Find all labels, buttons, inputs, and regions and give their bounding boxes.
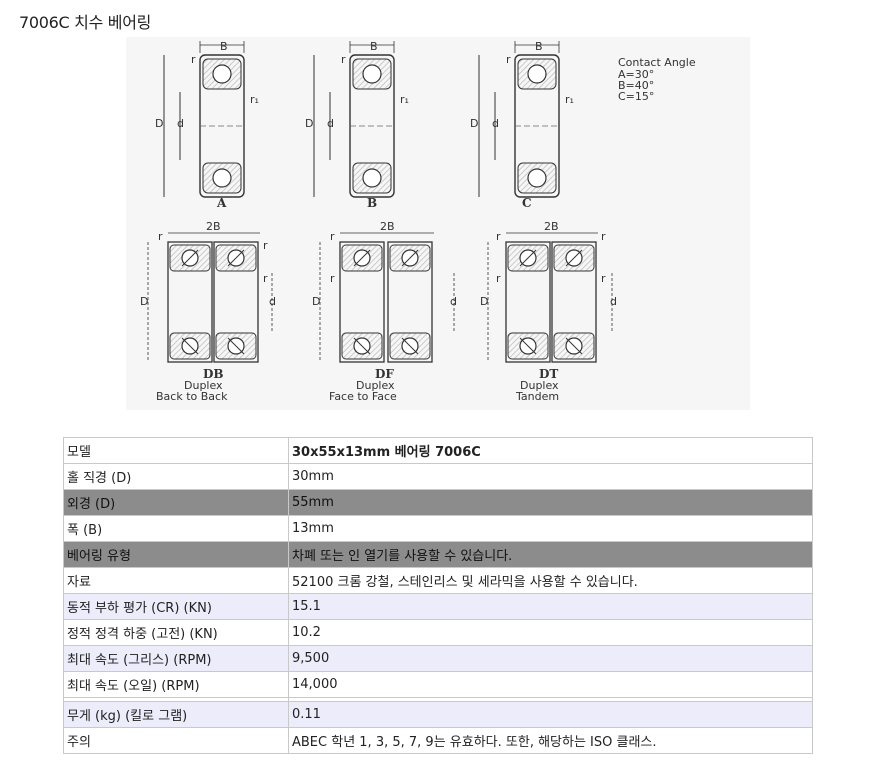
row-value: 52100 크롬 강철, 스테인리스 및 세라믹을 사용할 수 있습니다. <box>288 567 813 594</box>
row-value: 15.1 <box>288 593 813 620</box>
row-value: 14,000 <box>288 671 813 698</box>
diagram-svg: B r r₁ D d A B r r₁ D d B B r r₁ D d C C… <box>140 40 696 403</box>
table-row: 동적 부하 평가 (CR) (KN) 15.1 <box>63 593 813 620</box>
dim-outer-d-label: D <box>470 117 478 130</box>
dim-outer-d-label: D <box>480 295 488 308</box>
dim-b-label: B <box>220 40 228 53</box>
row-value: 55mm <box>288 489 813 516</box>
table-row: 홀 직경 (D) 30mm <box>63 463 813 490</box>
contact-angle-c: C=15° <box>618 90 654 103</box>
dim-r-label: r <box>330 230 335 243</box>
dim-r-label: r <box>191 53 196 66</box>
row-label: 홀 직경 (D) <box>63 463 289 490</box>
contact-angle-b: B=40° <box>618 79 654 92</box>
bearing-b-caption: B <box>367 196 377 210</box>
bearing-diagram-db: 2B r r r D d DB Duplex Back to Back <box>140 220 276 403</box>
dim-b-label: B <box>535 40 543 53</box>
row-label: 정적 정격 하중 (고전) (KN) <box>63 619 289 646</box>
row-value: ABEC 학년 1, 3, 5, 7, 9는 유효하다. 또한, 해당하는 IS… <box>288 727 813 754</box>
dim-inner-d-label: d <box>450 295 457 308</box>
bearing-diagram-a: B r r₁ D d A <box>155 40 259 210</box>
dim-outer-d-label: D <box>305 117 313 130</box>
row-label: 동적 부하 평가 (CR) (KN) <box>63 593 289 620</box>
dim-r-label: r <box>601 230 606 243</box>
contact-angle-a: A=30° <box>618 68 654 81</box>
bearing-dimension-diagram: B r r₁ D d A B r r₁ D d B B r r₁ D d C C… <box>126 37 750 410</box>
row-label: 무게 (kg) (킬로 그램) <box>63 701 289 728</box>
dim-r1-label: r₁ <box>400 93 409 106</box>
dim-r-label: r <box>496 230 501 243</box>
dim-r-label: r <box>601 272 606 285</box>
dim-outer-d-label: D <box>140 295 148 308</box>
dim-r-label: r <box>506 53 511 66</box>
bearing-diagram-c: B r r₁ D d C <box>470 40 574 210</box>
dim-2b-label: 2B <box>206 220 221 233</box>
dim-2b-label: 2B <box>544 220 559 233</box>
row-label: 최대 속도 (그리스) (RPM) <box>63 645 289 672</box>
dim-inner-d-label: d <box>610 295 617 308</box>
table-row: 외경 (D) 55mm <box>63 489 813 516</box>
row-label: 폭 (B) <box>63 515 289 542</box>
table-row: 최대 속도 (오일) (RPM) 14,000 <box>63 671 813 698</box>
dim-outer-d-label: D <box>312 295 320 308</box>
dim-2b-label: 2B <box>380 220 395 233</box>
dt-code: DT <box>539 367 558 381</box>
contact-angle-heading: Contact Angle <box>618 56 696 69</box>
bearing-a-caption: A <box>216 196 227 210</box>
bearing-diagram-dt: 2B r r r r D d DT Duplex Tandem <box>480 220 617 403</box>
table-row: 최대 속도 (그리스) (RPM) 9,500 <box>63 645 813 672</box>
dim-inner-d-label: d <box>269 295 276 308</box>
dim-inner-d-label: d <box>327 117 334 130</box>
row-value: 0.11 <box>288 701 813 728</box>
dim-outer-d-label: D <box>155 117 163 130</box>
spec-table: 모델 30x55x13mm 베어링 7006C 홀 직경 (D) 30mm 외경… <box>63 437 813 754</box>
dt-line2: Tandem <box>515 390 559 403</box>
table-row: 자료 52100 크롬 강철, 스테인리스 및 세라믹을 사용할 수 있습니다. <box>63 567 813 594</box>
row-value: 30x55x13mm 베어링 7006C <box>288 437 813 464</box>
table-row: 베어링 유형 차폐 또는 인 열기를 사용할 수 있습니다. <box>63 541 813 568</box>
df-line2: Face to Face <box>329 390 397 403</box>
row-label: 자료 <box>63 567 289 594</box>
row-value: 10.2 <box>288 619 813 646</box>
dim-inner-d-label: d <box>177 117 184 130</box>
dim-b-label: B <box>370 40 378 53</box>
db-code: DB <box>203 367 224 381</box>
df-line1: Duplex <box>356 379 395 392</box>
row-label: 모델 <box>63 437 289 464</box>
dim-inner-d-label: d <box>492 117 499 130</box>
bearing-diagram-b: B r r₁ D d B <box>305 40 409 210</box>
db-line1: Duplex <box>184 379 223 392</box>
table-row: 폭 (B) 13mm <box>63 515 813 542</box>
db-line2: Back to Back <box>156 390 228 403</box>
dim-r-label: r <box>330 272 335 285</box>
bearing-diagram-df: 2B r r D d DF Duplex Face to Face <box>312 220 457 403</box>
row-label: 주의 <box>63 727 289 754</box>
dim-r-label: r <box>263 272 268 285</box>
dt-line1: Duplex <box>520 379 559 392</box>
dim-r-label: r <box>341 53 346 66</box>
dim-r1-label: r₁ <box>565 93 574 106</box>
bearing-c-caption: C <box>522 196 532 210</box>
dim-r-label: r <box>263 239 268 252</box>
row-value: 차폐 또는 인 열기를 사용할 수 있습니다. <box>288 541 813 568</box>
row-label: 베어링 유형 <box>63 541 289 568</box>
row-label: 최대 속도 (오일) (RPM) <box>63 671 289 698</box>
dim-r1-label: r₁ <box>250 93 259 106</box>
row-value: 30mm <box>288 463 813 490</box>
page-title: 7006C 치수 베어링 <box>19 13 152 32</box>
dim-r-label: r <box>496 272 501 285</box>
row-value: 13mm <box>288 515 813 542</box>
table-row: 무게 (kg) (킬로 그램) 0.11 <box>63 701 813 728</box>
table-row: 주의 ABEC 학년 1, 3, 5, 7, 9는 유효하다. 또한, 해당하는… <box>63 727 813 754</box>
df-code: DF <box>375 367 394 381</box>
table-row: 정적 정격 하중 (고전) (KN) 10.2 <box>63 619 813 646</box>
row-label: 외경 (D) <box>63 489 289 516</box>
row-value: 9,500 <box>288 645 813 672</box>
table-row: 모델 30x55x13mm 베어링 7006C <box>63 437 813 464</box>
contact-angle-legend: Contact Angle A=30° B=40° C=15° <box>618 56 696 103</box>
dim-r-label: r <box>158 230 163 243</box>
